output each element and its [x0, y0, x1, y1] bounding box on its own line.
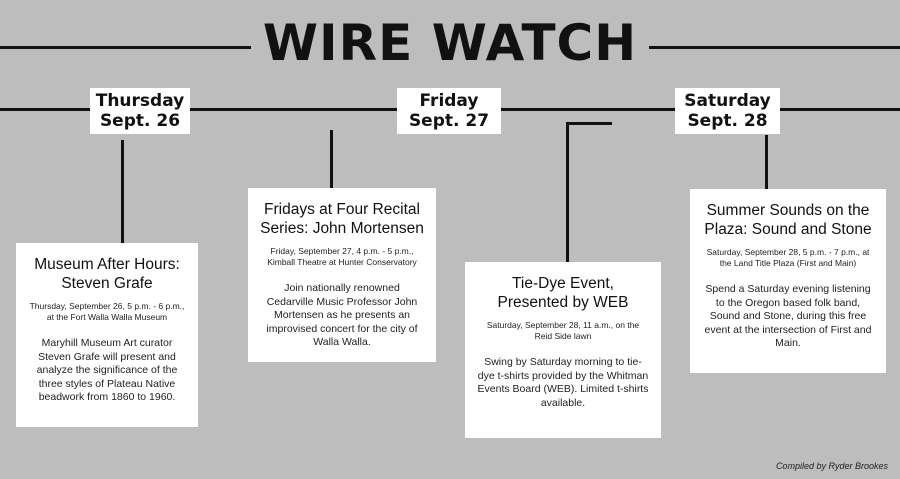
event-time: Saturday, September 28, 11 a.m., on the …: [486, 320, 640, 341]
event-time: Friday, September 27, 4 p.m. - 5 p.m., K…: [267, 246, 417, 267]
event-description: Maryhill Museum Art curator Steven Grafe…: [36, 337, 178, 403]
connector-saturday-a: [566, 122, 569, 264]
event-time: Thursday, September 26, 5 p.m. - 6 p.m.,…: [29, 301, 185, 322]
event-description: Spend a Saturday evening listening to th…: [704, 283, 872, 349]
connector-thursday: [121, 140, 124, 245]
event-title: Fridays at Four Recital Series: John Mor…: [260, 201, 424, 237]
event-title: Museum After Hours: Steven Grafe: [34, 256, 180, 292]
connector-saturday-b: [765, 135, 768, 191]
event-card-museum: Museum After Hours: Steven Grafe Thursda…: [16, 243, 198, 427]
credit-line: Compiled by Ryder Brookes: [775, 461, 888, 471]
page-title: WIRE WATCH: [0, 14, 900, 72]
event-description: Swing by Saturday morning to tie-dye t-s…: [477, 356, 649, 409]
event-time: Saturday, September 28, 5 p.m. - 7 p.m.,…: [706, 247, 870, 268]
event-card-recital: Fridays at Four Recital Series: John Mor…: [248, 188, 436, 362]
title-rule-right: [645, 46, 900, 49]
event-description: Join nationally renowned Cedarville Musi…: [266, 282, 418, 348]
event-card-tie-dye: Tie-Dye Event, Presented by WEB Saturday…: [465, 262, 661, 438]
event-title: Tie-Dye Event, Presented by WEB: [497, 275, 629, 311]
connector-friday: [330, 130, 333, 190]
event-card-summer-sounds: Summer Sounds on the Plaza: Sound and St…: [690, 189, 886, 373]
event-title: Summer Sounds on the Plaza: Sound and St…: [704, 202, 872, 238]
title-rule-left: [0, 46, 260, 49]
connector-saturday-a-top: [566, 122, 612, 125]
